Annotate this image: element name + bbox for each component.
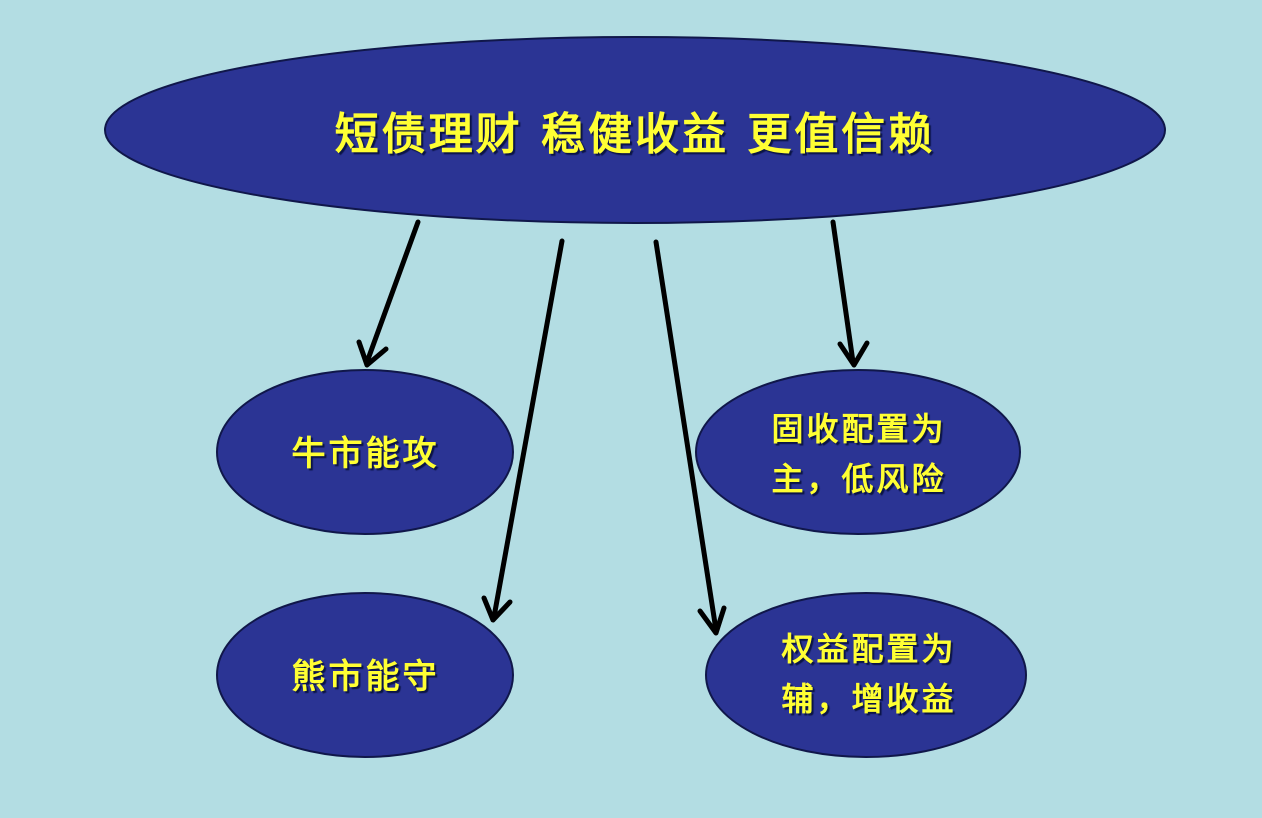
- arrow-to-bear: [481, 238, 565, 623]
- fixed-income-ellipse: [695, 369, 1021, 535]
- fixed-income-label: 固收配置为 主，低风险: [771, 410, 947, 498]
- bull-market-label: 牛市能攻: [291, 433, 440, 474]
- bear-market-label: 熊市能守: [291, 656, 440, 697]
- arrow-to-equity: [653, 239, 727, 636]
- arrow-to-fixed-income: [830, 219, 870, 368]
- arrow-to-bull: [356, 219, 421, 368]
- bear-ellipse: [216, 592, 514, 758]
- main-ellipse: [104, 36, 1166, 224]
- equity-label: 权益配置为 辅，增收益: [781, 630, 957, 718]
- bull-ellipse: [216, 369, 514, 535]
- main-title: 短债理财 稳健收益 更值信赖: [334, 109, 936, 160]
- equity-ellipse: [705, 592, 1027, 758]
